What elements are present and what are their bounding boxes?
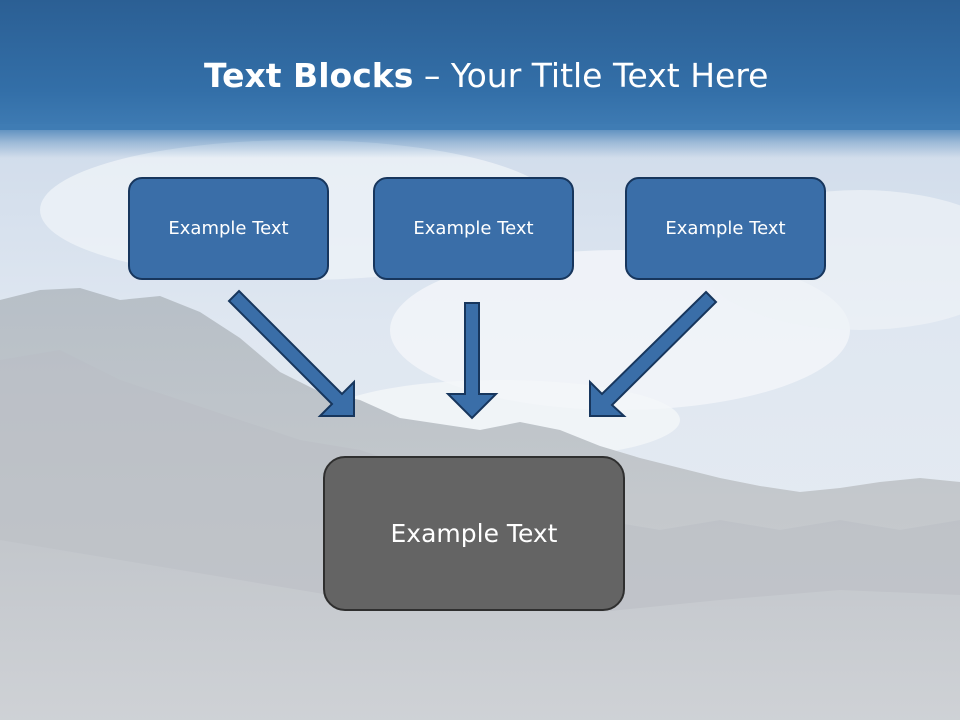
title-dash: –	[413, 56, 451, 95]
text-block-right-label: Example Text	[665, 218, 786, 239]
title-band	[0, 0, 960, 130]
text-block-left[interactable]: Example Text	[128, 177, 329, 280]
text-block-main-label: Example Text	[390, 519, 558, 548]
text-block-main[interactable]: Example Text	[323, 456, 625, 611]
slide-title[interactable]: Text Blocks – Your Title Text Here	[204, 50, 768, 102]
title-band-fade	[0, 124, 960, 158]
text-block-center-label: Example Text	[413, 218, 534, 239]
title-bold-part: Text Blocks	[204, 56, 414, 95]
text-block-right[interactable]: Example Text	[625, 177, 826, 280]
title-rest-part: Your Title Text Here	[450, 56, 769, 95]
text-block-center[interactable]: Example Text	[373, 177, 574, 280]
foreground-slope	[0, 540, 960, 720]
text-block-left-label: Example Text	[168, 218, 289, 239]
